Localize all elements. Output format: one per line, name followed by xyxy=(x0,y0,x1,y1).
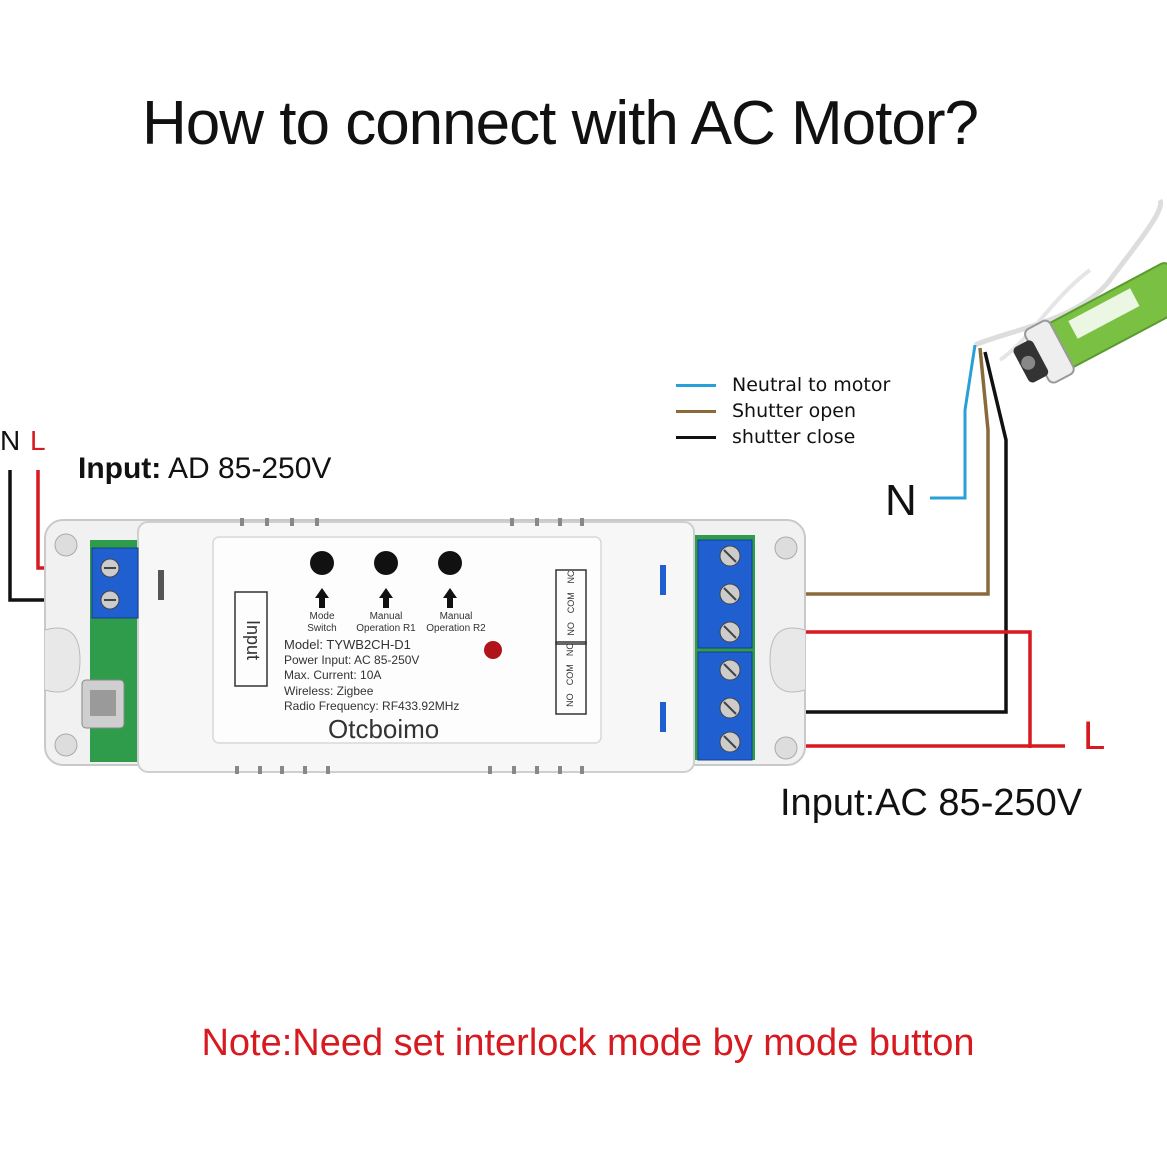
operation-r2-button xyxy=(438,551,462,575)
tubular-motor xyxy=(974,198,1167,384)
spec-wireless: Wireless: Zigbee xyxy=(284,683,374,698)
wire-legend: Neutral to motor Shutter open shutter cl… xyxy=(676,372,890,450)
relay1-labels: NO COM NC xyxy=(566,570,576,636)
legend-item: shutter close xyxy=(676,424,890,450)
wire-shutter-open xyxy=(730,347,990,596)
legend-swatch-neutral xyxy=(676,383,716,387)
wire-shutter-close xyxy=(730,351,1008,714)
right-n-label: N xyxy=(885,476,917,525)
wire-live-r1 xyxy=(730,630,1032,748)
right-input-caption: Input:AC 85-250V xyxy=(780,782,1083,824)
mode-switch-button xyxy=(310,551,334,575)
left-input-caption: Input: AD 85-250V xyxy=(78,452,332,485)
brand-logo: Otcboimo xyxy=(328,714,440,744)
spec-list: Model: TYWB2CH-D1 Power Input: AC 85-250… xyxy=(284,637,459,715)
legend-item: Neutral to motor xyxy=(676,372,890,398)
left-n-label: N xyxy=(0,425,21,456)
status-led xyxy=(484,641,502,659)
relay-module xyxy=(44,518,806,774)
legend-item: Shutter open xyxy=(676,398,890,424)
spec-frequency: Radio Frequency: RF433.92MHz xyxy=(284,699,460,713)
operation-r1-button xyxy=(374,551,398,575)
spec-model: Model: TYWB2CH-D1 xyxy=(284,637,411,652)
relay2-labels: NO COM NC xyxy=(565,643,575,707)
page-title: How to connect with AC Motor? xyxy=(142,89,979,158)
right-l-label: L xyxy=(1083,714,1106,758)
spec-power: Power Input: AC 85-250V xyxy=(284,652,420,667)
legend-swatch-open xyxy=(676,409,716,413)
device-input-label: Input xyxy=(243,619,263,661)
legend-swatch-close xyxy=(676,435,716,439)
wire-neutral-motor xyxy=(930,344,977,500)
spec-current: Max. Current: 10A xyxy=(284,668,382,682)
interlock-note: Note:Need set interlock mode by mode but… xyxy=(201,1022,975,1064)
left-l-label: L xyxy=(30,425,46,456)
